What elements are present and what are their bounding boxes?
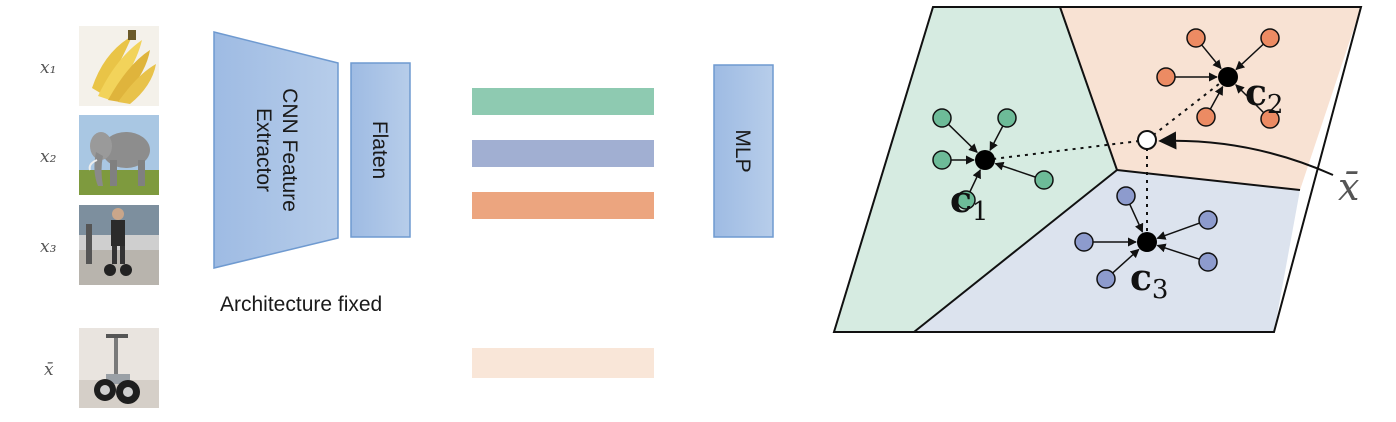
support-point [1198, 210, 1218, 230]
centroid-3 [1137, 232, 1157, 252]
embedding-bar-2 [472, 140, 654, 167]
support-arrow [1129, 203, 1144, 233]
input-label-x1: x₁ [40, 58, 56, 78]
support-arrow [1156, 222, 1200, 240]
support-point [956, 190, 976, 210]
query-arrow [1158, 131, 1334, 176]
architecture-caption: Architecture fixed [220, 293, 382, 316]
segway-rider-photo [79, 205, 159, 285]
segway-photo [79, 328, 159, 408]
support-point [1156, 67, 1176, 87]
support-arrow [1235, 84, 1265, 114]
support-arrow [947, 123, 978, 153]
support-arrow [989, 125, 1004, 152]
mlp-block: MLP [713, 64, 774, 238]
mlp-label: MLP [731, 129, 754, 172]
input-label-x3: x₃ [40, 237, 57, 257]
support-point [1034, 170, 1054, 190]
elephant-photo [79, 115, 159, 195]
support-arrow [1156, 243, 1200, 260]
support-point [1260, 109, 1280, 129]
embedding-bar-3 [472, 192, 654, 219]
query-distance-lines [984, 76, 1229, 242]
embedding-bar-1 [472, 88, 654, 115]
support-point [932, 150, 952, 170]
support-point [932, 108, 952, 128]
support-arrow [1235, 43, 1264, 71]
query-point-label: x̄ [1338, 165, 1359, 209]
flatten-label: Flaten [368, 121, 391, 179]
cnn-feature-extractor-block: CNN Feature Extractor [213, 31, 339, 269]
support-arrow [1112, 248, 1140, 274]
centroid-label-2: c2 [1245, 72, 1283, 120]
cnn-label-line2: Extractor [252, 108, 275, 192]
support-point [997, 108, 1017, 128]
centroid-2 [1218, 67, 1238, 87]
cluster-region-3 [914, 170, 1300, 332]
support-point [1186, 28, 1206, 48]
support-arrow [994, 161, 1036, 178]
support-arrow [1201, 44, 1222, 70]
support-point [1196, 107, 1216, 127]
support-point [1116, 186, 1136, 206]
support-arrow [1209, 85, 1224, 110]
support-point [1096, 269, 1116, 289]
centroid-1 [975, 150, 995, 170]
query-input-label: x̄ [44, 360, 54, 380]
cnn-label-line1: CNN Feature [278, 88, 301, 212]
query-embedding-bar [472, 348, 654, 378]
bananas-photo [79, 26, 159, 106]
input-label-x2: x₂ [40, 147, 57, 167]
support-point [1074, 232, 1094, 252]
cluster-3: c3 [1074, 186, 1218, 305]
support-point [1198, 252, 1218, 272]
query-point [1137, 130, 1157, 150]
cluster-region-2 [1060, 7, 1361, 190]
cluster-2: c2 [1156, 28, 1283, 129]
support-arrow [969, 169, 981, 193]
support-point [1260, 28, 1280, 48]
flatten-block: Flaten [350, 62, 411, 238]
